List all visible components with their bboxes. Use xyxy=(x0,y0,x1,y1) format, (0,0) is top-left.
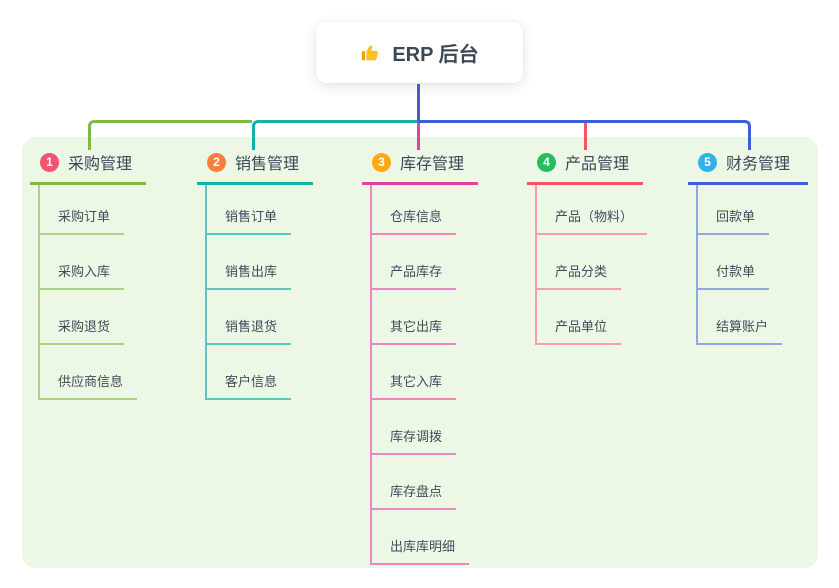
branch-header[interactable]: 3 库存管理 xyxy=(362,150,478,185)
branch-header[interactable]: 5 财务管理 xyxy=(688,150,808,185)
child-item: 客户信息 xyxy=(207,345,292,400)
connector-drop-inventory xyxy=(417,122,420,150)
branch-label: 采购管理 xyxy=(68,156,133,173)
connector-elbow-purchase xyxy=(88,120,252,150)
child-label[interactable]: 库存调拨 xyxy=(372,426,457,455)
thumbs-up-icon xyxy=(360,42,382,64)
child-label[interactable]: 回款单 xyxy=(698,206,770,235)
child-label[interactable]: 采购订单 xyxy=(40,206,125,235)
child-item: 出库库明细 xyxy=(372,510,470,565)
child-item: 供应商信息 xyxy=(40,345,138,400)
child-label[interactable]: 产品库存 xyxy=(372,261,457,290)
branch-header[interactable]: 1 采购管理 xyxy=(30,150,146,185)
child-label[interactable]: 出库库明细 xyxy=(372,536,470,565)
child-item: 回款单 xyxy=(698,185,782,235)
branch-children: 销售订单销售出库销售退货客户信息 xyxy=(205,185,292,400)
branch-number-badge: 3 xyxy=(372,152,391,172)
branch-label: 销售管理 xyxy=(235,156,300,173)
branch-label: 产品管理 xyxy=(565,156,630,173)
child-item: 库存调拨 xyxy=(372,400,469,455)
root-title: ERP 后台 xyxy=(392,44,479,66)
branch: 3 库存管理仓库信息产品库存其它出库其它入库库存调拨库存盘点出库库明细 xyxy=(362,150,478,565)
child-item: 采购订单 xyxy=(40,185,137,235)
branch-children: 仓库信息产品库存其它出库其它入库库存调拨库存盘点出库库明细 xyxy=(370,185,470,565)
child-label[interactable]: 其它出库 xyxy=(372,316,457,345)
branch-number-badge: 4 xyxy=(537,152,556,172)
child-label[interactable]: 产品分类 xyxy=(537,261,622,290)
branch: 4 产品管理产品（物料） 产品分类产品单位 xyxy=(527,150,648,345)
child-label[interactable]: 供应商信息 xyxy=(40,371,138,400)
branch: 2 销售管理销售订单销售出库销售退货客户信息 xyxy=(197,150,313,400)
child-label[interactable]: 采购退货 xyxy=(40,316,125,345)
branch: 5 财务管理回款单付款单结算账户 xyxy=(688,150,808,345)
child-item: 仓库信息 xyxy=(372,185,469,235)
child-item: 产品单位 xyxy=(537,290,647,345)
child-item: 采购入库 xyxy=(40,235,137,290)
child-label[interactable]: 产品单位 xyxy=(537,316,622,345)
branch-children: 采购订单采购入库采购退货供应商信息 xyxy=(38,185,138,400)
branch-children: 产品（物料） 产品分类产品单位 xyxy=(535,185,648,345)
child-item: 其它入库 xyxy=(372,345,469,400)
child-label[interactable]: 产品（物料） xyxy=(537,206,648,235)
branch-label: 财务管理 xyxy=(726,156,791,173)
child-label[interactable]: 销售出库 xyxy=(207,261,292,290)
child-item: 销售订单 xyxy=(207,185,292,235)
child-label[interactable]: 采购入库 xyxy=(40,261,125,290)
branch: 1 采购管理采购订单采购入库采购退货供应商信息 xyxy=(30,150,146,400)
branch-header[interactable]: 2 销售管理 xyxy=(197,150,313,185)
branch-label: 库存管理 xyxy=(400,156,465,173)
child-label[interactable]: 客户信息 xyxy=(207,371,292,400)
branch-header[interactable]: 4 产品管理 xyxy=(527,150,643,185)
child-item: 采购退货 xyxy=(40,290,137,345)
branch-children: 回款单付款单结算账户 xyxy=(696,185,783,345)
child-item: 产品（物料） xyxy=(537,185,648,235)
child-item: 其它出库 xyxy=(372,290,469,345)
connector-drop-product xyxy=(584,122,587,150)
child-item: 销售出库 xyxy=(207,235,292,290)
child-item: 产品库存 xyxy=(372,235,469,290)
child-item: 结算账户 xyxy=(698,290,783,345)
child-label[interactable]: 其它入库 xyxy=(372,371,457,400)
branch-number-badge: 1 xyxy=(40,152,59,172)
child-label[interactable]: 销售订单 xyxy=(207,206,292,235)
root-node[interactable]: ERP 后台 xyxy=(316,22,523,83)
child-item: 销售退货 xyxy=(207,290,292,345)
branches-panel xyxy=(22,137,818,568)
child-label[interactable]: 销售退货 xyxy=(207,316,292,345)
child-item: 库存盘点 xyxy=(372,455,469,510)
child-item: 付款单 xyxy=(698,235,782,290)
child-label[interactable]: 库存盘点 xyxy=(372,481,457,510)
child-item: 产品分类 xyxy=(537,235,647,290)
branch-number-badge: 5 xyxy=(698,152,717,172)
child-label[interactable]: 仓库信息 xyxy=(372,206,457,235)
child-label[interactable]: 付款单 xyxy=(698,261,770,290)
child-label[interactable]: 结算账户 xyxy=(698,316,783,345)
branch-number-badge: 2 xyxy=(207,152,226,172)
connector-root-stem xyxy=(417,84,420,121)
connector-elbow-finance xyxy=(418,120,751,150)
connector-elbow-sales xyxy=(252,120,418,150)
